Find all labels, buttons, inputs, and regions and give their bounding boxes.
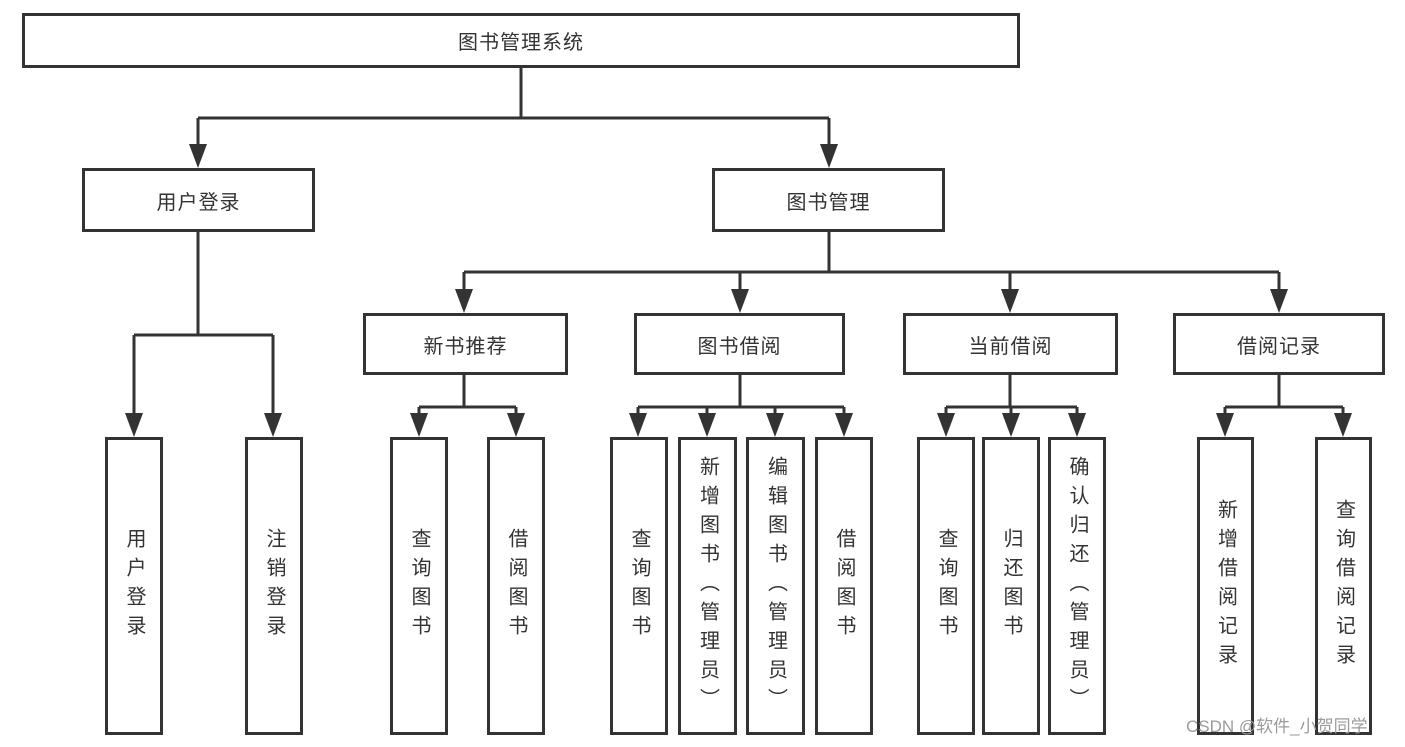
node-label: 用户登录: [156, 191, 241, 214]
node-label: 归还图书: [1000, 528, 1022, 644]
node-label: 当前借阅: [968, 335, 1053, 358]
node-label: 新增图书（管理员）: [696, 455, 719, 717]
node-label: 用户登录: [123, 528, 145, 644]
leaf-edit-books-admin: 编辑图书（管理员）: [746, 437, 805, 735]
leaf-return-books: 归还图书: [982, 437, 1040, 735]
node-label: 借阅图书: [833, 528, 855, 644]
node-label: 查询图书: [935, 528, 957, 644]
node-user-login: 用户登录: [82, 168, 315, 232]
leaf-add-books-admin: 新增图书（管理员）: [678, 437, 737, 735]
node-label: 注销登录: [263, 528, 285, 644]
node-label: 借阅记录: [1237, 335, 1321, 358]
leaf-query-books-3: 查询图书: [917, 437, 975, 735]
node-current-borrowing: 当前借阅: [903, 313, 1118, 375]
node-label: 查询图书: [628, 528, 650, 644]
leaf-logout: 注销登录: [245, 437, 303, 735]
leaf-confirm-return-admin: 确认归还（管理员）: [1048, 437, 1106, 735]
node-label: 编辑图书（管理员）: [764, 455, 787, 717]
node-label: 新增借阅记录: [1214, 499, 1237, 673]
node-label: 查询图书: [408, 528, 430, 644]
node-book-borrowing: 图书借阅: [634, 313, 845, 375]
node-new-book-recommendation: 新书推荐: [363, 313, 568, 375]
node-label: 确认归还（管理员）: [1066, 455, 1088, 717]
leaf-borrow-books-1: 借阅图书: [487, 437, 545, 735]
node-label: 图书借阅: [697, 335, 782, 358]
arrowhead-icons: [125, 144, 1352, 437]
node-label: 借阅图书: [505, 528, 527, 644]
leaf-query-books-2: 查询图书: [610, 437, 668, 735]
leaf-add-borrow-record: 新增借阅记录: [1197, 437, 1254, 735]
leaf-query-books-1: 查询图书: [390, 437, 448, 735]
node-label: 新书推荐: [423, 335, 508, 358]
node-library-management-system: 图书管理系统: [22, 13, 1020, 68]
node-borrowing-records: 借阅记录: [1173, 313, 1385, 375]
node-label: 图书管理系统: [458, 32, 584, 54]
node-label: 图书管理: [786, 191, 871, 214]
node-book-management: 图书管理: [712, 168, 945, 232]
leaf-borrow-books-2: 借阅图书: [815, 437, 873, 735]
node-label: 查询借阅记录: [1332, 499, 1355, 673]
leaf-query-borrow-record: 查询借阅记录: [1315, 437, 1372, 735]
leaf-user-login: 用户登录: [105, 437, 163, 735]
csdn-watermark: CSDN @软件_小贺同学: [1186, 717, 1368, 736]
